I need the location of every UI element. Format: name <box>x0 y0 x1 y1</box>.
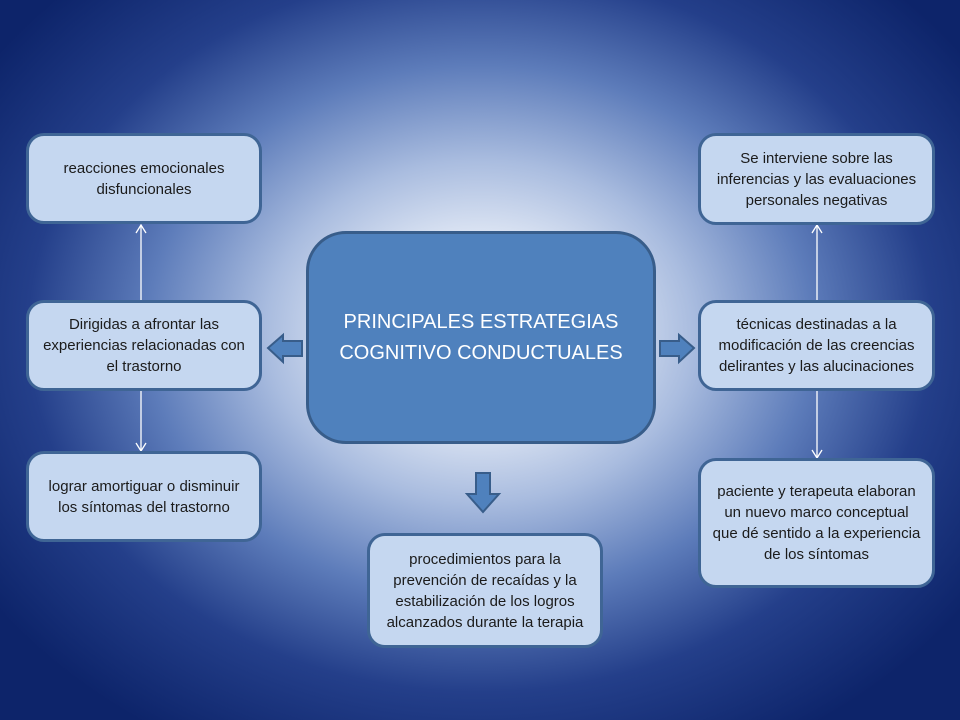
central-node-title: PRINCIPALES ESTRATEGIAS COGNITIVO CONDUC… <box>339 310 623 364</box>
node-left-middle-text: Dirigidas a afrontar las experiencias re… <box>43 316 245 375</box>
node-right-bottom-text: paciente y terapeuta elaboran un nuevo m… <box>712 483 921 563</box>
connector-left-top <box>135 223 147 300</box>
node-left-middle: Dirigidas a afrontar las experiencias re… <box>26 300 262 391</box>
connector-right-bottom <box>811 390 823 460</box>
node-right-middle-text: técnicas destinadas a la modificación de… <box>718 316 915 375</box>
node-left-top: reacciones emocionales disfuncionales <box>26 133 262 224</box>
node-left-bottom-text: lograr amortiguar o disminuir los síntom… <box>48 477 240 516</box>
block-arrow-left-icon <box>266 332 303 365</box>
node-right-top: Se interviene sobre las inferencias y la… <box>698 133 935 225</box>
node-bottom-text: procedimientos para la prevención de rec… <box>386 550 584 631</box>
central-node: PRINCIPALES ESTRATEGIAS COGNITIVO CONDUC… <box>306 231 656 444</box>
node-right-top-text: Se interviene sobre las inferencias y la… <box>716 149 917 209</box>
block-arrow-down-icon <box>464 472 502 514</box>
node-bottom: procedimientos para la prevención de rec… <box>367 533 603 648</box>
node-left-bottom: lograr amortiguar o disminuir los síntom… <box>26 451 262 542</box>
node-right-middle: técnicas destinadas a la modificación de… <box>698 300 935 391</box>
connector-right-top <box>811 223 823 300</box>
node-right-bottom: paciente y terapeuta elaboran un nuevo m… <box>698 458 935 588</box>
block-arrow-right-icon <box>659 332 696 365</box>
node-left-top-text: reacciones emocionales disfuncionales <box>63 159 225 198</box>
connector-left-bottom <box>135 390 147 453</box>
